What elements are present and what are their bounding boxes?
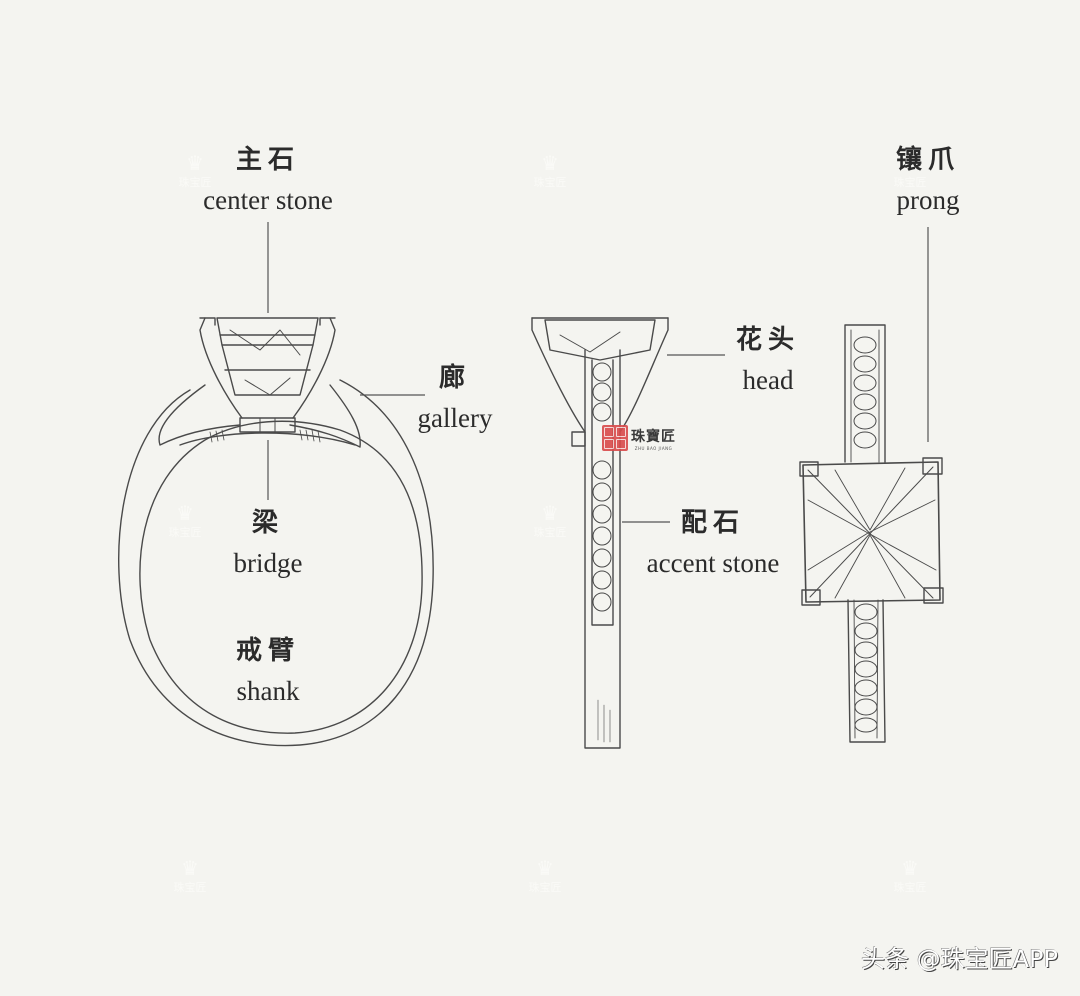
source-credit: 头条 @珠宝匠APP xyxy=(861,945,1058,973)
crown-icon: ♛ xyxy=(176,501,194,525)
seal-stamp-icon xyxy=(602,425,628,451)
front-view-ring xyxy=(118,317,434,747)
label-shank: 戒臂 shank xyxy=(235,636,300,706)
label-bridge: 梁 bridge xyxy=(233,508,303,578)
watermark: ♛ 珠宝匠 xyxy=(140,150,250,190)
side-view-ring xyxy=(531,317,669,749)
watermark: ♛ 珠宝匠 xyxy=(495,150,605,190)
crown-icon: ♛ xyxy=(541,501,559,525)
label-head: 花头 head xyxy=(735,325,800,395)
crown-icon: ♛ xyxy=(186,151,204,175)
leader-lines xyxy=(267,222,929,523)
brand-seal: 珠寶匠 ZHU BAO JIANG xyxy=(602,425,676,451)
seal-text-en: ZHU BAO JIANG xyxy=(634,445,673,451)
crown-icon: ♛ xyxy=(901,151,919,175)
seal-text-zh: 珠寶匠 xyxy=(631,428,676,445)
crown-icon: ♛ xyxy=(181,856,199,880)
label-prong: 镶爪 prong xyxy=(895,145,960,215)
crown-icon: ♛ xyxy=(536,856,554,880)
watermark: ♛ 珠宝匠 xyxy=(135,855,245,895)
watermark: ♛ 珠宝匠 xyxy=(490,855,600,895)
watermark: ♛ 珠宝匠 xyxy=(495,500,605,540)
crown-icon: ♛ xyxy=(541,151,559,175)
watermark: ♛ 珠宝匠 xyxy=(855,855,965,895)
label-center-stone: 主石 center stone xyxy=(203,145,333,215)
watermark: ♛ 珠宝匠 xyxy=(855,150,965,190)
top-view-ring xyxy=(799,324,944,743)
crown-icon: ♛ xyxy=(901,856,919,880)
label-accent-stone: 配石 accent stone xyxy=(646,508,780,578)
watermark: ♛ 珠宝匠 xyxy=(130,500,240,540)
label-gallery: 廊 gallery xyxy=(417,363,493,433)
